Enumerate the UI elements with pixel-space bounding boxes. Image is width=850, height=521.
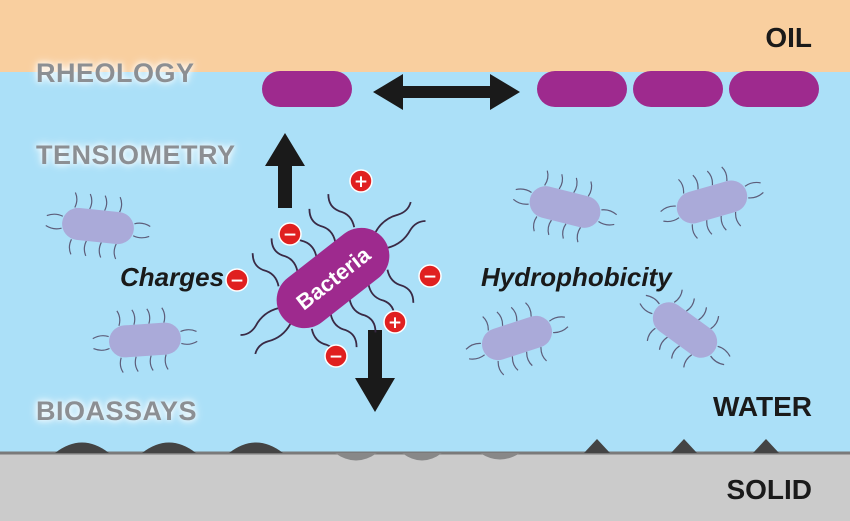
faint-bacterium-3 bbox=[512, 170, 618, 243]
interface-bacterium-3 bbox=[633, 71, 723, 107]
charge-minus-upper-left: − bbox=[278, 222, 302, 246]
charge-minus-bottom-sign: − bbox=[329, 347, 343, 367]
water-phase bbox=[0, 72, 850, 453]
charge-minus-bottom: − bbox=[324, 344, 348, 368]
faint-bacterium-2 bbox=[92, 307, 198, 373]
horizontal-double-arrow bbox=[373, 74, 520, 110]
charge-minus-left-sign: − bbox=[230, 271, 244, 291]
charge-minus-upper-left-sign: − bbox=[283, 225, 297, 245]
faint-bacterium-5 bbox=[465, 302, 569, 376]
adhered-dome-1 bbox=[55, 442, 109, 453]
charge-plus-right: + bbox=[383, 310, 407, 334]
charge-minus-left: − bbox=[225, 268, 249, 292]
tensiometry-label: TENSIOMETRY bbox=[36, 140, 236, 170]
charge-minus-right: − bbox=[418, 264, 442, 288]
water-label: WATER bbox=[712, 391, 812, 422]
charge-minus-right-sign: − bbox=[423, 267, 437, 287]
central-bacterium-flagella bbox=[240, 194, 426, 362]
adhered-bacteria bbox=[55, 442, 283, 453]
bioassays-label: BIOASSAYS bbox=[36, 396, 198, 426]
solid-label: SOLID bbox=[726, 474, 812, 505]
interface-bacteria bbox=[262, 71, 819, 107]
adhered-dome-2 bbox=[142, 442, 196, 453]
interface-bacterium-1 bbox=[262, 71, 352, 107]
surface-dents bbox=[335, 453, 520, 461]
charge-symbols: + − − − + − bbox=[225, 169, 442, 368]
surface-spikes bbox=[584, 439, 779, 453]
rheology-label: RHEOLOGY bbox=[36, 58, 195, 88]
central-bacterium-body bbox=[276, 227, 390, 329]
spike-3 bbox=[753, 439, 779, 453]
charge-plus-right-sign: + bbox=[388, 313, 402, 333]
interface-bacterium-4 bbox=[729, 71, 819, 107]
hydrophobicity-label: Hydrophobicity bbox=[481, 262, 672, 292]
charges-label: Charges bbox=[120, 262, 225, 292]
faint-bacterium-6 bbox=[639, 289, 731, 368]
spike-2 bbox=[671, 439, 697, 453]
up-arrow bbox=[265, 133, 305, 208]
solid-phase bbox=[0, 453, 850, 521]
dent-1 bbox=[335, 453, 377, 461]
oil-phase bbox=[0, 0, 850, 72]
faint-bacteria bbox=[45, 166, 764, 376]
dent-3 bbox=[480, 453, 520, 460]
spike-1 bbox=[584, 439, 610, 453]
charge-plus-top-sign: + bbox=[354, 172, 368, 192]
interface-bacterium-2 bbox=[537, 71, 627, 107]
oil-label: OIL bbox=[765, 22, 812, 53]
faint-bacterium-4 bbox=[660, 166, 764, 239]
down-arrow bbox=[355, 330, 395, 412]
dent-2 bbox=[402, 453, 442, 461]
faint-bacterium-1 bbox=[45, 192, 151, 260]
charge-plus-top: + bbox=[349, 169, 373, 193]
adhered-dome-3 bbox=[229, 442, 283, 453]
